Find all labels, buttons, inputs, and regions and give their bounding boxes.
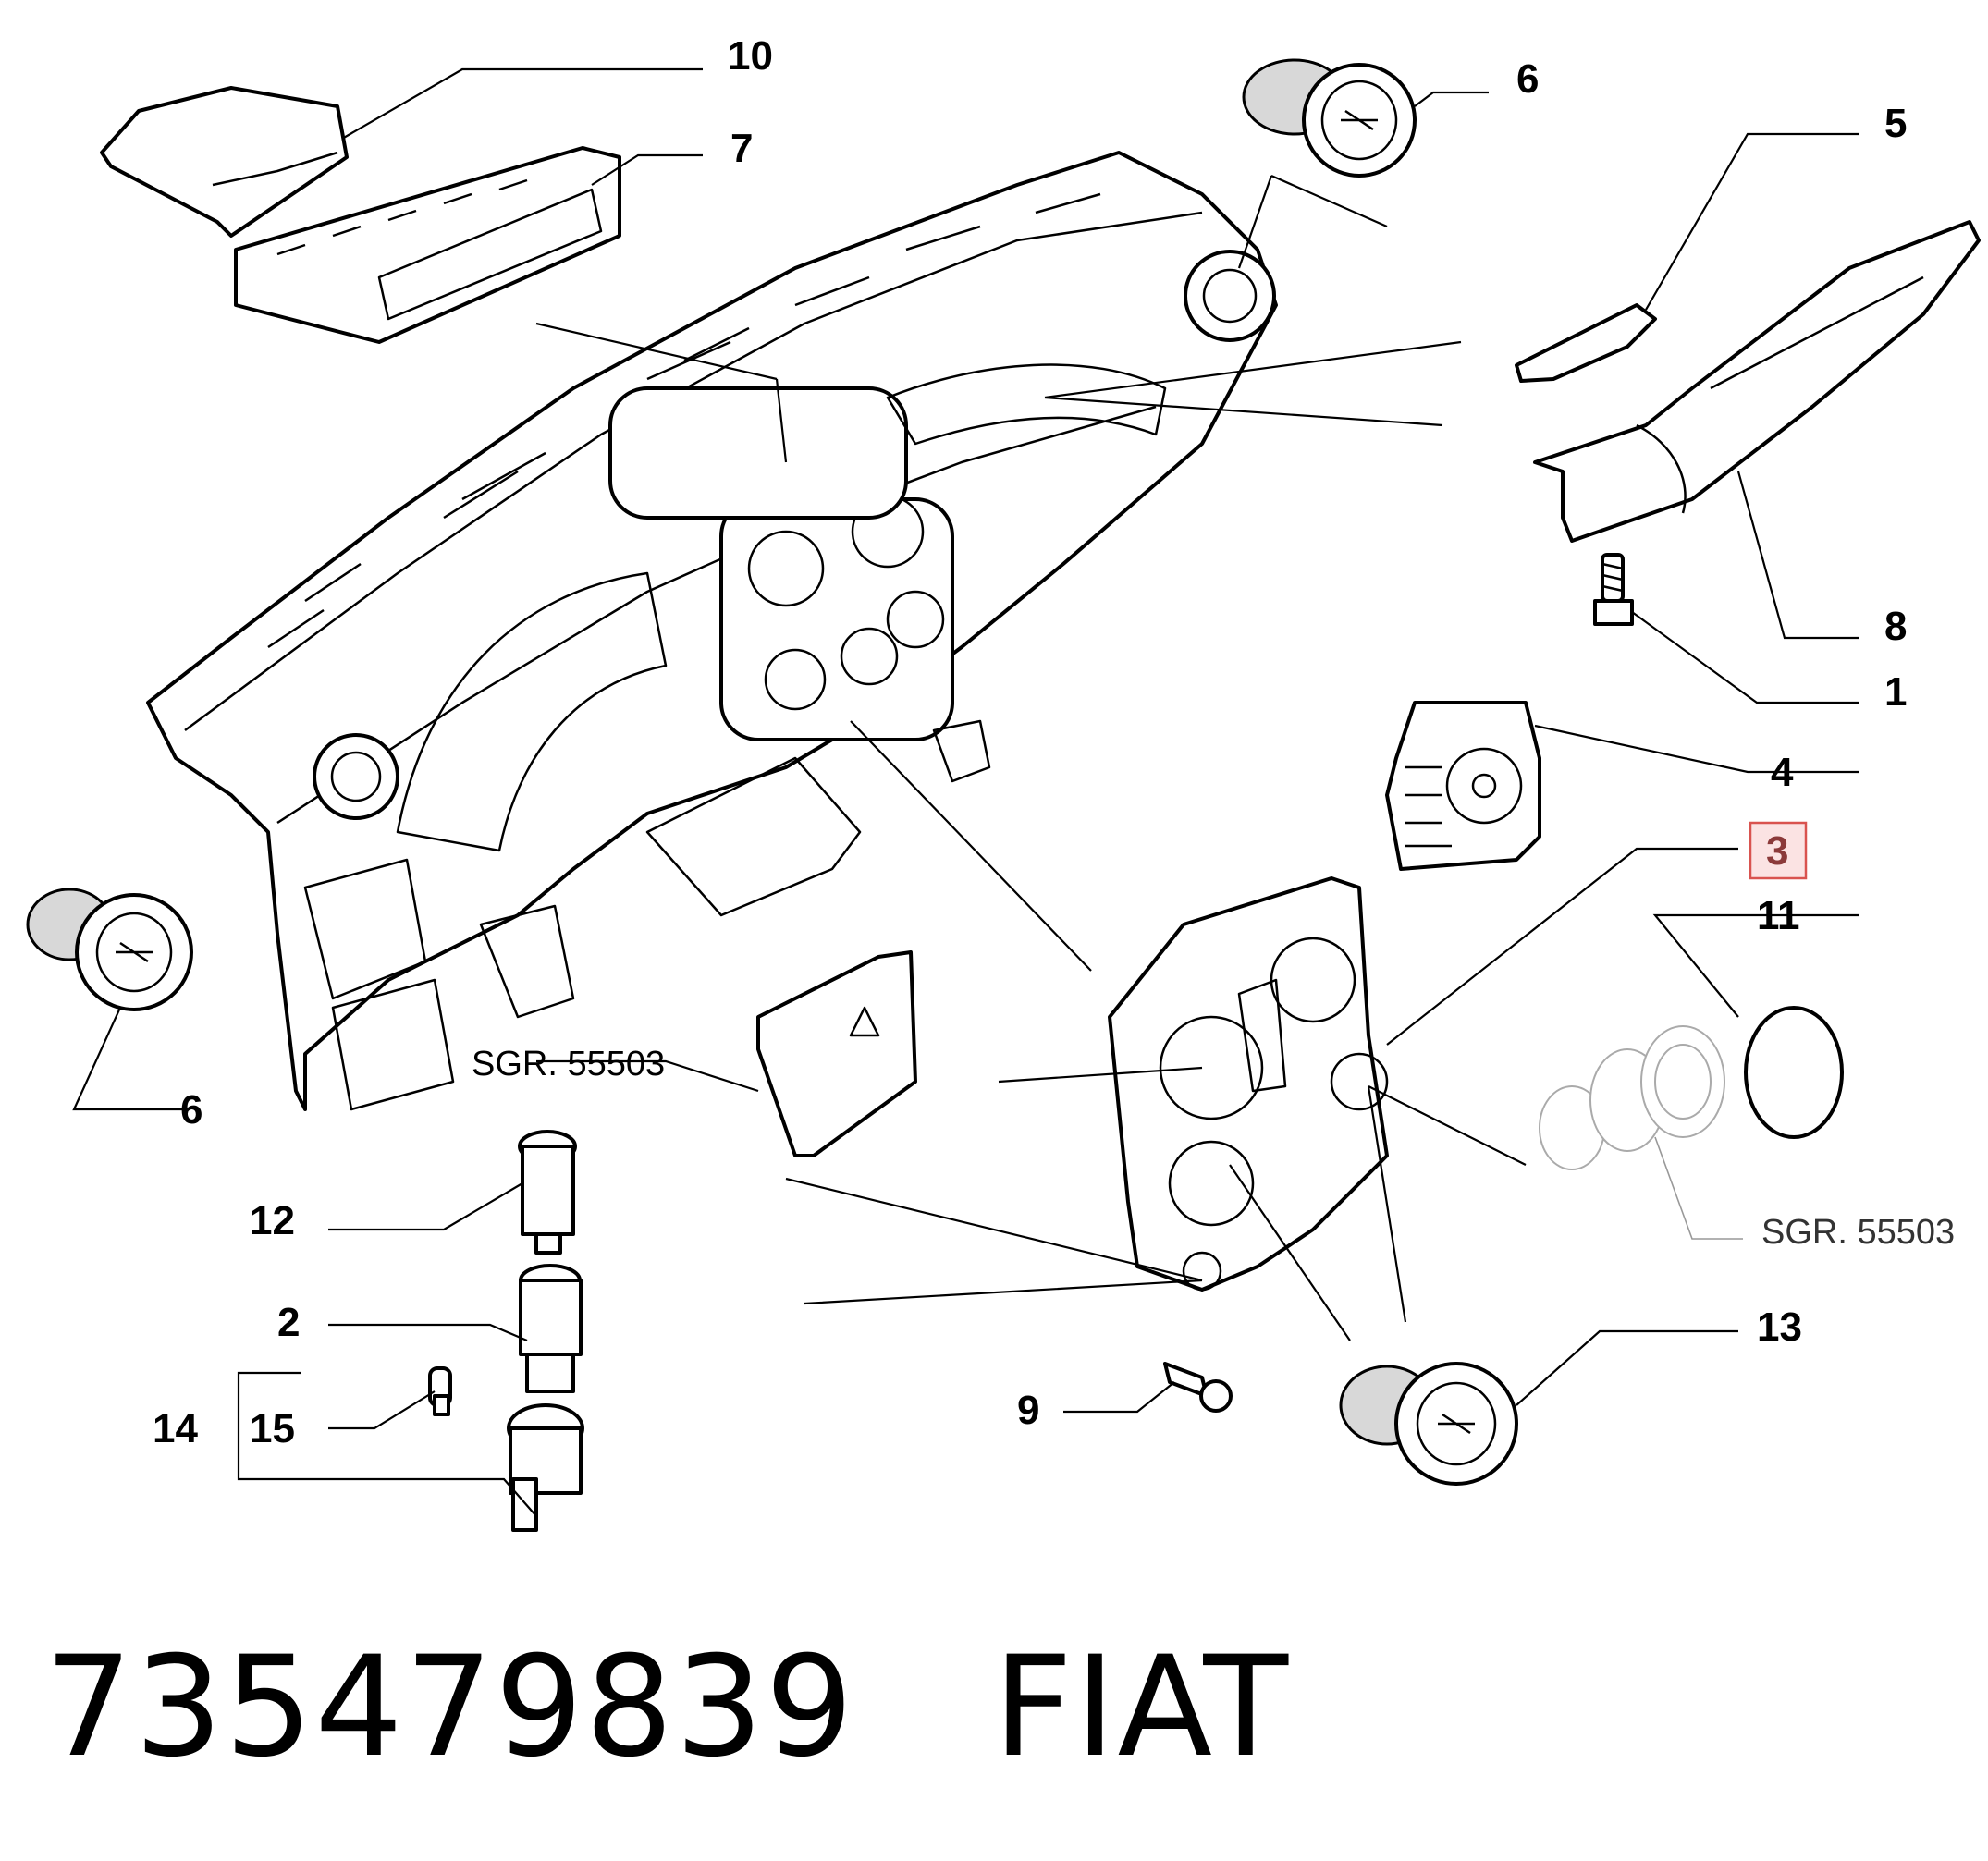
part-10-lid — [100, 86, 349, 238]
callout-4: 4 — [1771, 750, 1794, 795]
callout-6-left: 6 — [180, 1087, 202, 1133]
part-1-screw — [1593, 553, 1634, 626]
callout-15: 15 — [250, 1406, 295, 1451]
sgr-hazard-switch — [756, 950, 917, 1157]
leader-lines — [72, 67, 1859, 1517]
callout-9: 9 — [1017, 1388, 1039, 1433]
callout-3: 3 — [1766, 828, 1788, 874]
part-2-socket-body — [519, 1264, 583, 1393]
callout-11: 11 — [1757, 893, 1800, 938]
part-caption: 735479839 FIAT — [44, 1627, 1290, 1788]
callout-1: 1 — [1884, 669, 1907, 715]
brand-name: FIAT — [992, 1627, 1291, 1788]
dashboard-assembly — [146, 151, 1278, 1111]
part-number: 735479839 — [44, 1627, 855, 1788]
part-6-vent-left — [26, 888, 193, 1011]
sgr-reference-lighter: SGR. 55503 — [1761, 1213, 1955, 1252]
callout-13: 13 — [1757, 1304, 1802, 1350]
callout-8: 8 — [1884, 604, 1907, 649]
callout-12: 12 — [250, 1198, 295, 1243]
part-7-frame — [234, 146, 621, 344]
part-3-console-bezel — [1108, 876, 1389, 1292]
callout-10: 10 — [728, 33, 773, 79]
part-9-screw — [1163, 1362, 1233, 1413]
part-15-bulb — [428, 1366, 452, 1416]
part-13-vent — [1339, 1362, 1518, 1486]
callout-6-top: 6 — [1516, 56, 1539, 102]
part-8-trim — [1533, 220, 1981, 543]
part-12-socket — [518, 1130, 577, 1255]
callout-3-highlight: 3 — [1749, 821, 1808, 880]
part-14-housing — [507, 1403, 584, 1532]
sgr-reference-hazard: SGR. 55503 — [472, 1045, 665, 1084]
callout-7: 7 — [730, 126, 753, 171]
part-6-vent-top — [1242, 58, 1417, 178]
part-5-cover — [1515, 303, 1657, 383]
callout-14: 14 — [153, 1406, 198, 1451]
callout-2: 2 — [277, 1300, 300, 1345]
callout-5: 5 — [1884, 101, 1907, 146]
sgr-ghost-lighter — [1539, 1025, 1725, 1170]
part-11-ring — [1744, 1006, 1844, 1139]
part-4-panel — [1385, 701, 1541, 871]
callout-labels: 10 7 6 5 8 1 4 3 11 6 12 2 14 15 9 13 SG… — [153, 33, 1955, 1451]
